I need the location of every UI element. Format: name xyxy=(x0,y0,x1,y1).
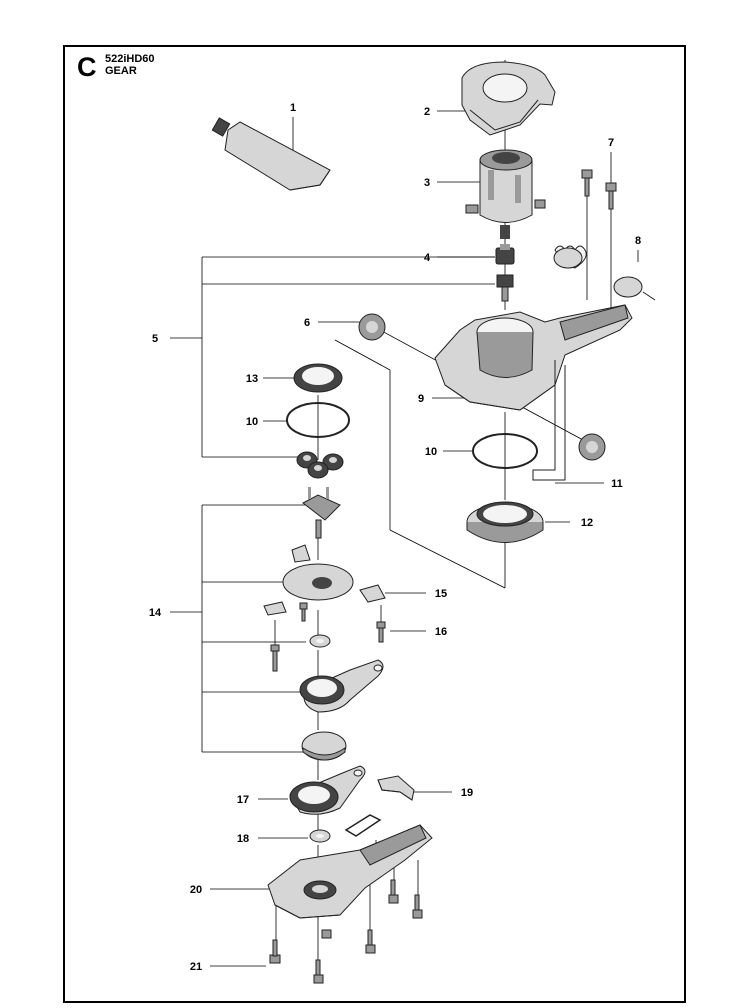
callout-10a: 10 xyxy=(246,416,258,428)
callout-20: 20 xyxy=(190,884,202,896)
wire-spring-part xyxy=(344,814,382,837)
gear-cover-part xyxy=(267,824,433,919)
callout-10b: 10 xyxy=(425,446,437,458)
ring-gear-part xyxy=(466,501,544,543)
callout-17: 17 xyxy=(237,794,249,806)
model-name: 522iHD60 xyxy=(105,53,155,65)
callout-8: 8 xyxy=(635,235,641,247)
coupling-part xyxy=(496,274,514,302)
callout-11: 11 xyxy=(611,478,623,490)
spring-part xyxy=(553,245,656,301)
cover-clip-part xyxy=(377,775,415,801)
rubber-bumper-part xyxy=(358,313,606,461)
grease-tube-part xyxy=(211,117,331,191)
clip-part xyxy=(263,584,386,616)
cam-disc-part xyxy=(301,731,347,761)
planet-carrier-part xyxy=(302,487,341,539)
callout-2: 2 xyxy=(424,106,430,118)
callout-13: 13 xyxy=(246,373,258,385)
callout-6: 6 xyxy=(304,317,310,329)
o-ring-part xyxy=(286,402,538,469)
callout-18: 18 xyxy=(237,833,249,845)
motor-cover-part xyxy=(461,61,556,136)
planetary-gear-set-part xyxy=(296,451,344,479)
callout-19: 19 xyxy=(461,787,473,799)
callout-16: 16 xyxy=(435,626,447,638)
callout-12: 12 xyxy=(581,517,593,529)
diagram-frame xyxy=(63,45,686,1003)
crank-housing-part xyxy=(289,765,366,815)
callout-7: 7 xyxy=(608,137,614,149)
diagram-title: 522iHD60 GEAR xyxy=(105,53,155,77)
bearing-plate-part xyxy=(282,544,354,601)
wire-bracket-part xyxy=(532,360,566,481)
washer-part xyxy=(309,829,331,843)
callout-5: 5 xyxy=(152,333,158,345)
callout-labels: 1 2 3 4 5 6 7 8 9 10 10 11 12 13 14 15 1… xyxy=(149,102,641,973)
bearing-cover-part xyxy=(299,659,384,713)
callout-1: 1 xyxy=(290,102,296,114)
assembly-name: GEAR xyxy=(105,64,137,77)
gear-housing-part xyxy=(434,304,633,411)
washer-part xyxy=(309,634,331,648)
pinion-part xyxy=(495,244,515,265)
callout-15: 15 xyxy=(435,588,447,600)
callout-21: 21 xyxy=(190,961,202,973)
callout-14: 14 xyxy=(149,607,162,619)
screw-part xyxy=(270,602,386,672)
callout-4: 4 xyxy=(424,252,431,264)
screw-part xyxy=(581,169,617,210)
callout-3: 3 xyxy=(424,177,430,189)
electric-motor-part xyxy=(465,149,546,239)
bearing-ring-part xyxy=(293,363,343,393)
section-letter: C xyxy=(77,52,97,82)
leader-lines xyxy=(170,60,639,975)
callout-9: 9 xyxy=(418,393,424,405)
screw-part xyxy=(269,879,423,984)
